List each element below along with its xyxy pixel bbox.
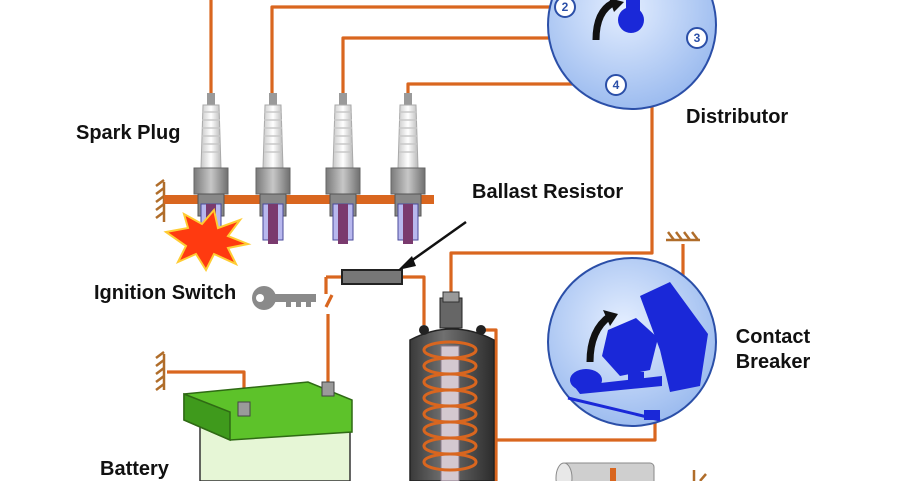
wire-plug4-to-distributor-terminal-4 [406,82,608,95]
coil-core [440,345,460,481]
distributor-rotor [618,7,644,33]
contact-breaker [547,257,717,427]
spark-plug-2 [255,93,291,244]
distributor-terminal-4: 4 [605,74,627,96]
contact-breaker-label: Contact Breaker [728,325,818,375]
breaker-cam [602,318,658,376]
ground-mounts [155,179,707,481]
battery-terminal-negative [237,401,251,417]
battery-ground [155,351,166,391]
plug-bar-ground [155,179,166,222]
spark-plug-1 [193,93,229,244]
capacitor-partial [555,462,655,481]
coil-winding [422,340,478,472]
battery-terminal-positive [321,381,335,397]
svg-text:4: 4 [613,78,620,92]
contact-breaker-label-line-2: Breaker [735,351,811,373]
distributor-disc [547,0,717,110]
spark-plug-mounting-bar [164,195,434,204]
distributor-terminal-2: 2 [554,0,576,18]
ballast-resistor-label: Ballast Resistor [472,181,624,203]
contact-breaker-label-line-1: Contact [735,326,811,348]
svg-text:3: 3 [694,31,701,45]
distributor-label: Distributor [686,106,789,128]
coil-terminal-right [476,325,486,335]
ignition-key-icon [252,286,316,310]
distributor: 2 3 4 [547,0,717,110]
wire-resistor-to-coil [402,275,426,325]
ignition-switch-label: Ignition Switch [94,282,237,304]
coil-terminal-left [419,325,429,335]
spark-plugs [193,93,426,244]
spark-plug-label: Spark Plug [76,122,181,144]
ignition-coil [409,291,495,481]
bottom-right-ground [692,470,707,481]
breaker-arm [640,282,708,392]
breaker-ground [666,231,700,242]
battery [183,381,353,481]
distributor-terminal-3: 3 [686,27,708,49]
ballast-resistor-pointer [403,220,467,268]
spark-plug-3 [325,93,361,244]
svg-text:2: 2 [562,0,569,14]
battery-label: Battery [100,458,169,480]
ballast-resistor [341,220,467,285]
wire-switch-contact [324,277,334,308]
spark-plug-4 [390,93,426,244]
wire-plug2-to-distributor-terminal-2 [270,5,556,95]
spark-burst-icon [163,207,252,273]
